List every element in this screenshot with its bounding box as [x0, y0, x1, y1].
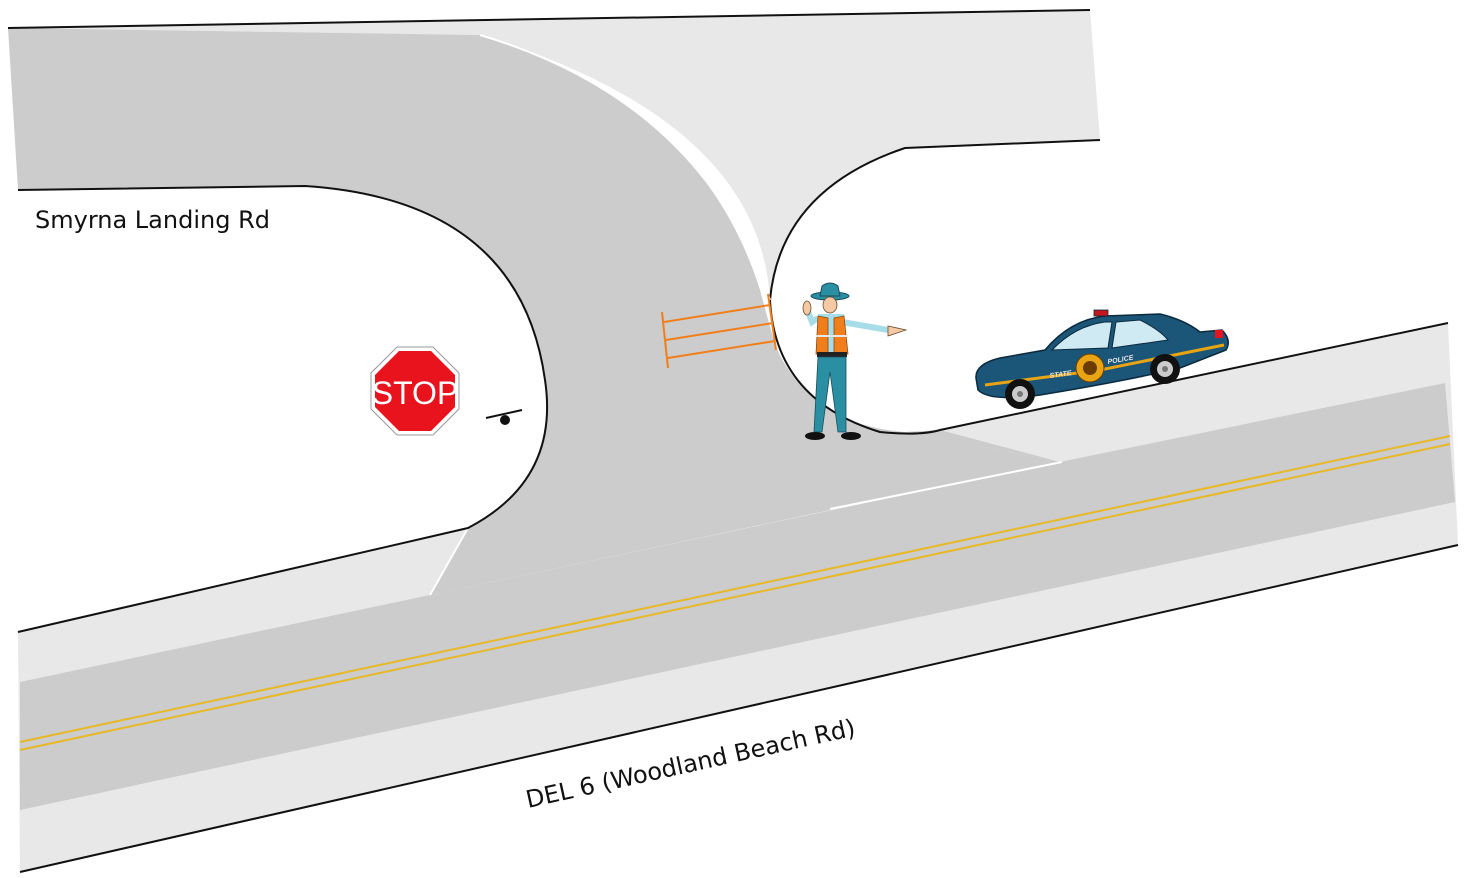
stop-sign-text: STOP — [372, 375, 459, 411]
sign-post-icon — [486, 410, 522, 425]
flagger-trooper-icon — [803, 283, 906, 440]
stop-sign: STOP — [371, 347, 459, 435]
side-road-label: Smyrna Landing Rd — [35, 206, 270, 234]
